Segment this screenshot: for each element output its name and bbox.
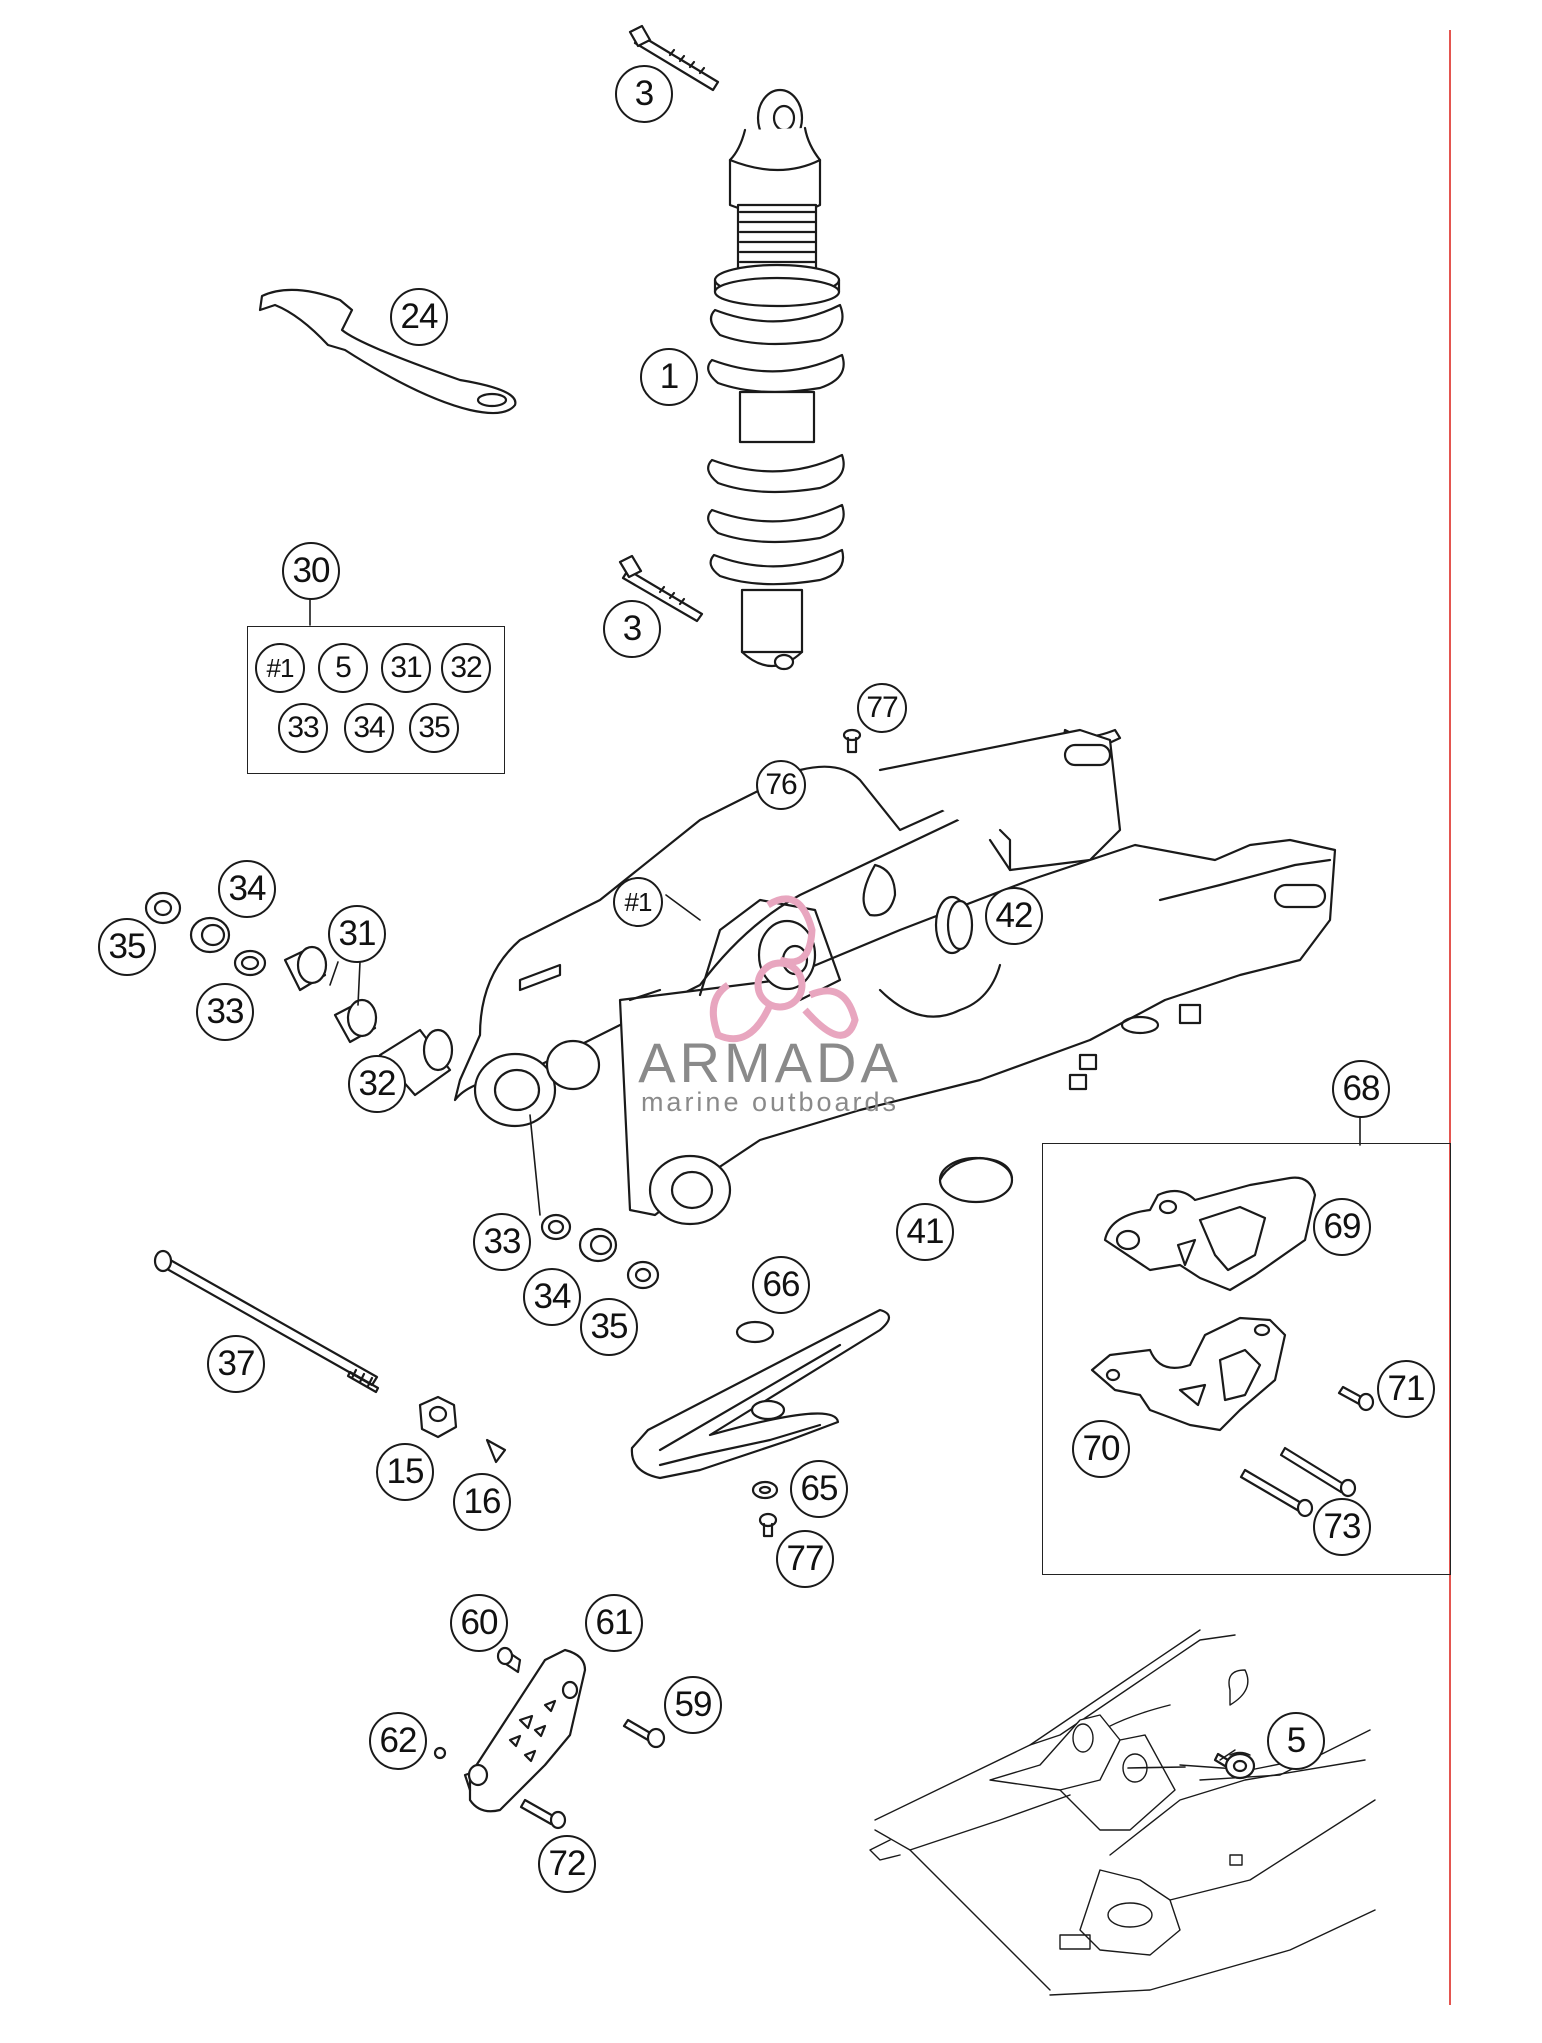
callout-70: 70	[1072, 1420, 1130, 1478]
callout-62: 62	[369, 1712, 427, 1770]
callout-35-upper: 35	[98, 918, 156, 976]
screw-62-icon	[433, 1746, 447, 1760]
kit-callout-31: 31	[381, 643, 431, 693]
kit-callout-32: 32	[441, 643, 491, 693]
screw-59-icon	[622, 1718, 666, 1749]
callout-77-top: 77	[857, 683, 907, 733]
callout-hash-1: #1	[613, 877, 663, 927]
callout-5: 5	[1267, 1712, 1325, 1770]
kit-callout-35: 35	[409, 703, 459, 753]
callout-1: 1	[640, 348, 698, 406]
callout-31: 31	[328, 905, 386, 963]
callout-15: 15	[376, 1443, 434, 1501]
screws-73-icon	[1239, 1446, 1357, 1518]
callout-3-top: 3	[615, 65, 673, 123]
screw-77b-icon	[758, 1512, 778, 1538]
callout-72: 72	[538, 1835, 596, 1893]
rubber-plug-42-icon	[934, 895, 974, 955]
swingarm-axle-icon	[153, 1249, 380, 1394]
callout-41: 41	[896, 1203, 954, 1261]
bush-60-icon	[496, 1646, 522, 1674]
frame-detail-icon	[869, 1629, 1376, 1996]
callout-42: 42	[985, 887, 1043, 945]
bolt-middle-icon	[618, 554, 704, 623]
hook-wrench-icon	[258, 288, 517, 415]
callout-33-upper: 33	[196, 983, 254, 1041]
callout-61: 61	[585, 1594, 643, 1652]
bolt-top-icon	[628, 24, 720, 92]
callout-30: 30	[282, 542, 340, 600]
chain-slider-icon	[630, 1308, 891, 1480]
caliper-support-icon	[463, 1648, 587, 1813]
screw-71-icon	[1337, 1385, 1375, 1412]
chain-guide-kit-68-box	[1042, 1143, 1451, 1575]
bearing-parts-lower-icon	[540, 1213, 660, 1290]
callout-32: 32	[348, 1055, 406, 1113]
callout-33-lower: 33	[473, 1213, 531, 1271]
callout-76: 76	[756, 760, 806, 810]
kit-callout-hash-1: #1	[255, 643, 305, 693]
callout-69: 69	[1313, 1198, 1371, 1256]
callout-24: 24	[390, 288, 448, 346]
chain-guide-70-icon	[1090, 1316, 1287, 1432]
callout-60: 60	[450, 1594, 508, 1652]
callout-68: 68	[1332, 1060, 1390, 1118]
callout-65: 65	[790, 1460, 848, 1518]
callout-16: 16	[453, 1473, 511, 1531]
callout-35-lower: 35	[580, 1298, 638, 1356]
callout-34-upper: 34	[218, 860, 276, 918]
kit-callout-33: 33	[278, 703, 328, 753]
callout-73: 73	[1313, 1498, 1371, 1556]
kit-callout-34: 34	[344, 703, 394, 753]
chain-guide-69-icon	[1103, 1176, 1317, 1292]
nut-15-icon	[418, 1395, 458, 1439]
callout-59: 59	[664, 1676, 722, 1734]
page-edge-rule	[1449, 30, 1451, 2005]
repair-kit-30-box	[247, 626, 505, 774]
callout-71: 71	[1377, 1360, 1435, 1418]
callout-34-lower: 34	[523, 1268, 581, 1326]
screw-77-icon	[842, 728, 862, 754]
washer-65-icon	[751, 1480, 779, 1500]
callout-3-middle: 3	[603, 600, 661, 658]
screw-72-icon	[519, 1798, 567, 1830]
rubber-plug-41-icon	[938, 1156, 1014, 1204]
callout-66: 66	[752, 1256, 810, 1314]
callout-37: 37	[207, 1335, 265, 1393]
bolt-5-icon	[1213, 1752, 1256, 1780]
cap-16-icon	[485, 1438, 507, 1464]
bearing-parts-upper-icon	[144, 891, 454, 1097]
kit-callout-5: 5	[318, 643, 368, 693]
callout-77-lower: 77	[776, 1530, 834, 1588]
shock-absorber-icon	[707, 88, 845, 671]
